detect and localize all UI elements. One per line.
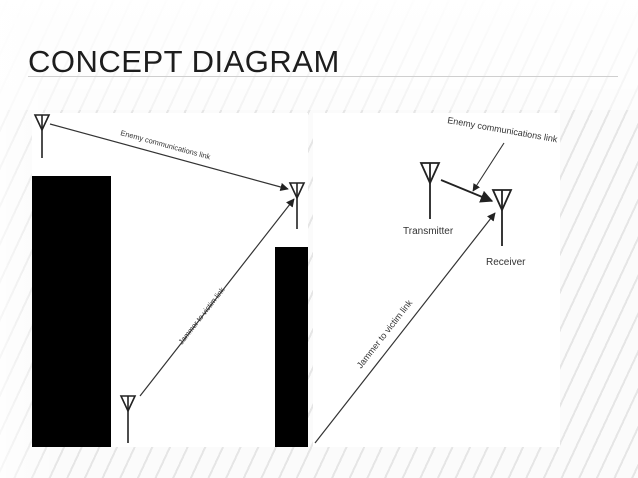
transmitter-antenna-icon [33, 114, 51, 158]
jammer-link-label: Jammer to victim link [176, 285, 226, 346]
enemy-link-arrow [49, 123, 289, 192]
title-divider [28, 76, 618, 77]
jammer-antenna-icon [119, 395, 137, 443]
left-diagram: Enemy communications link Jammer to vict… [32, 114, 308, 447]
right-building [275, 247, 308, 447]
receiver-label: Receiver [486, 257, 526, 268]
transmitter-antenna-icon [419, 162, 441, 219]
enemy-link-label: Enemy communications link [447, 115, 559, 144]
right-diagram-panel: Transmitter Receiver Enemy communication… [313, 113, 560, 447]
jammer-link-arrow [314, 212, 496, 444]
transmitter-label: Transmitter [403, 226, 454, 237]
transmitter-to-receiver-arrow [440, 179, 494, 203]
left-diagram-panel: Enemy communications link Jammer to vict… [32, 113, 308, 447]
right-diagram: Transmitter Receiver Enemy communication… [314, 115, 559, 444]
slide-title: CONCEPT DIAGRAM [28, 44, 340, 79]
jammer-link-arrow [139, 198, 295, 397]
receiver-antenna-icon [491, 189, 513, 246]
enemy-link-label: Enemy communications link [119, 128, 211, 161]
background-fade [0, 0, 638, 110]
enemy-link-pointer [472, 142, 505, 192]
receiver-antenna-icon [288, 182, 306, 229]
jammer-link-label: Jammer to victim link [355, 297, 415, 370]
left-building [32, 176, 111, 447]
